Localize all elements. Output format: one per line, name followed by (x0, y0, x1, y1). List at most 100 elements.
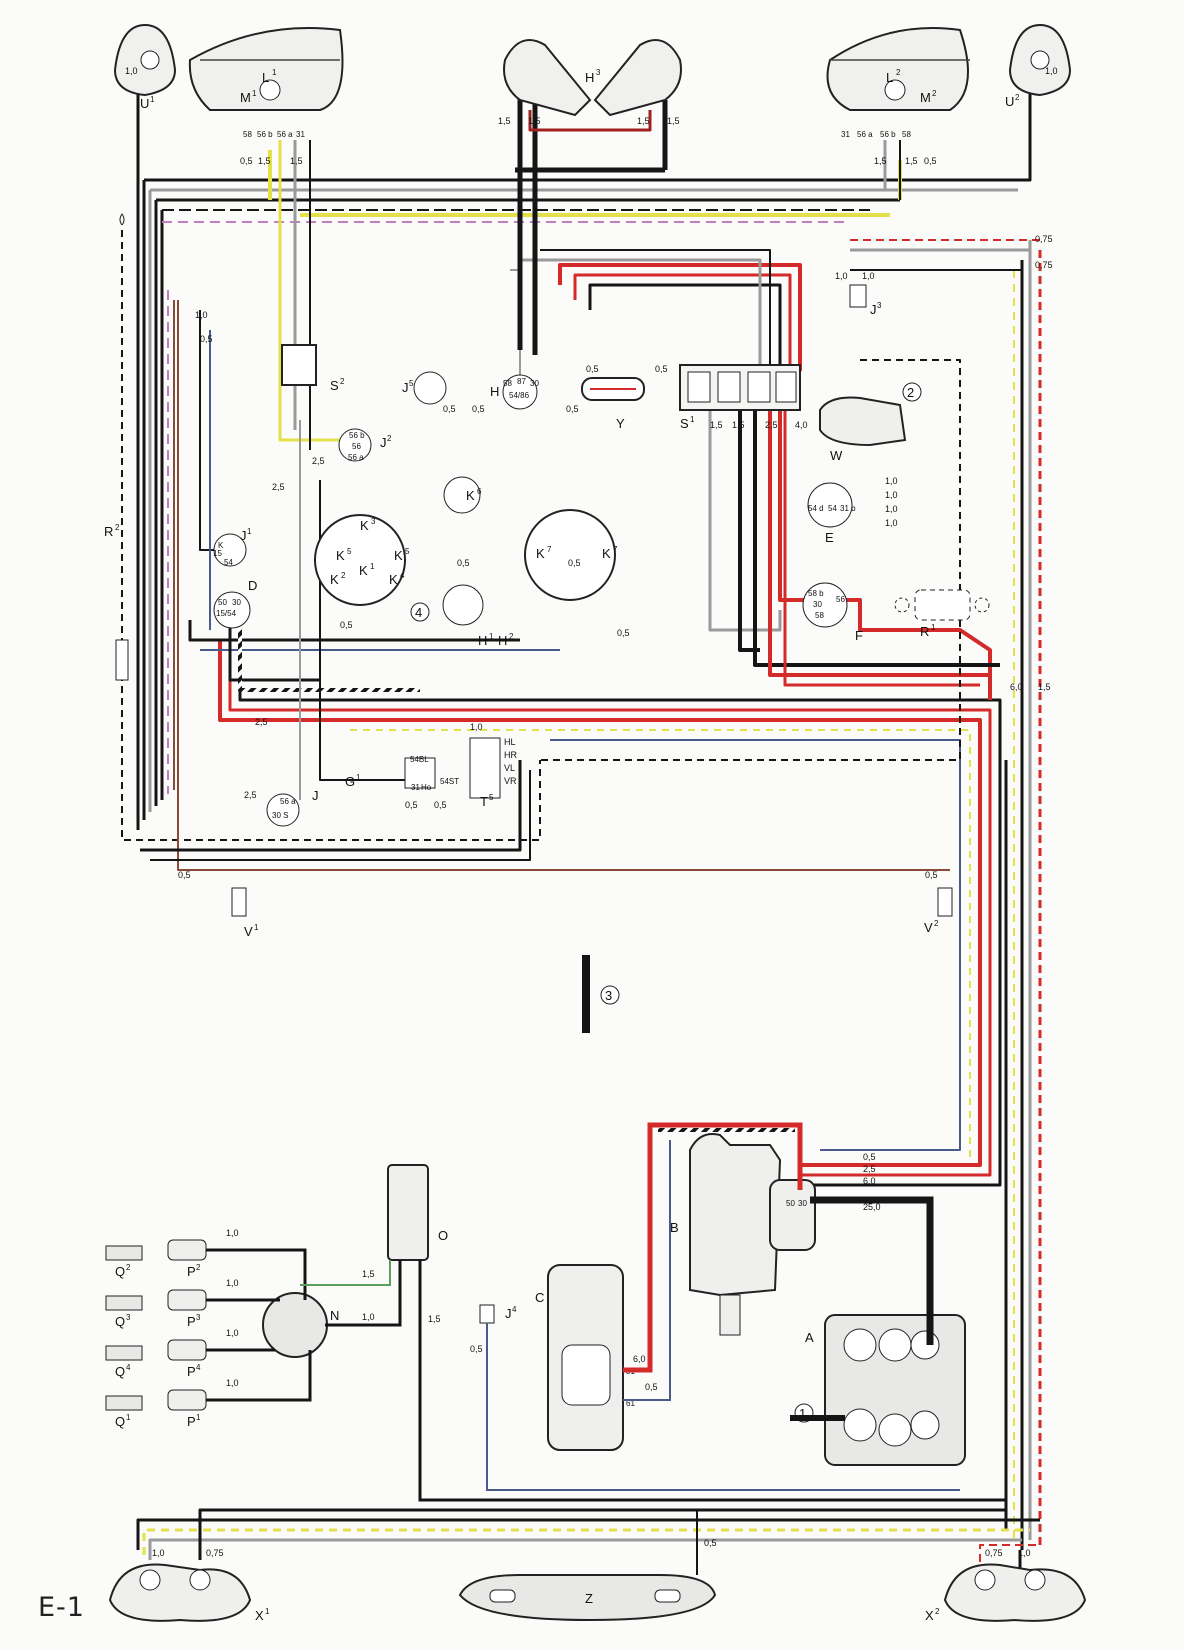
svg-text:1,0: 1,0 (1018, 1548, 1031, 1558)
svg-text:1: 1 (356, 773, 361, 782)
svg-text:4: 4 (512, 1305, 517, 1314)
svg-text:4,0: 4,0 (795, 420, 808, 430)
svg-text:0,5: 0,5 (586, 364, 599, 374)
svg-text:1,0: 1,0 (885, 490, 898, 500)
svg-text:5: 5 (347, 547, 352, 556)
svg-text:J: J (402, 380, 409, 395)
svg-text:0,5: 0,5 (924, 156, 937, 166)
horn-connector-j: 56 a30 S J 2,5 (244, 788, 319, 827)
svg-text:T: T (480, 794, 488, 809)
svg-text:D: D (248, 578, 257, 593)
svg-text:2: 2 (932, 89, 937, 98)
svg-text:1,5: 1,5 (732, 420, 745, 430)
svg-text:S: S (330, 378, 339, 393)
svg-text:H: H (478, 633, 487, 648)
svg-text:1,5: 1,5 (258, 156, 271, 166)
svg-text:1,5: 1,5 (667, 116, 680, 126)
svg-text:56 a: 56 a (348, 453, 364, 462)
svg-text:1,0: 1,0 (226, 1278, 239, 1288)
svg-text:58: 58 (243, 130, 252, 139)
svg-text:3: 3 (371, 517, 376, 526)
svg-text:0,5: 0,5 (178, 870, 191, 880)
distributor-n: N (262, 1292, 339, 1358)
svg-text:P: P (187, 1314, 196, 1329)
svg-text:25,0: 25,0 (863, 1202, 881, 1212)
svg-text:1: 1 (370, 562, 375, 571)
svg-text:1,5: 1,5 (428, 1314, 441, 1324)
svg-text:4: 4 (196, 1363, 201, 1372)
svg-text:1: 1 (931, 623, 936, 632)
svg-text:S: S (680, 416, 689, 431)
svg-text:W: W (830, 448, 843, 463)
svg-text:H: H (585, 70, 594, 85)
svg-text:0,5: 0,5 (472, 404, 485, 414)
svg-text:Q: Q (115, 1264, 125, 1279)
svg-text:1,0: 1,0 (226, 1328, 239, 1338)
svg-text:1,0: 1,0 (195, 310, 208, 320)
svg-text:7: 7 (547, 545, 552, 554)
svg-text:54 d: 54 d (808, 504, 824, 513)
svg-text:0,5: 0,5 (863, 1152, 876, 1162)
page-code: E-1 (38, 1592, 85, 1623)
svg-text:2: 2 (340, 377, 345, 386)
svg-text:1,5: 1,5 (874, 156, 887, 166)
svg-text:K: K (394, 548, 403, 563)
svg-text:1,0: 1,0 (1045, 66, 1058, 76)
svg-text:56: 56 (352, 442, 361, 451)
svg-text:X: X (255, 1608, 264, 1623)
svg-text:J: J (312, 788, 319, 803)
svg-text:V: V (924, 920, 933, 935)
svg-text:F: F (855, 628, 863, 643)
svg-text:Q: Q (115, 1414, 125, 1429)
svg-text:4: 4 (126, 1363, 131, 1372)
svg-text:2: 2 (126, 1263, 131, 1272)
svg-text:56 a: 56 a (280, 797, 296, 806)
svg-text:30: 30 (813, 600, 822, 609)
svg-text:30 S: 30 S (272, 811, 288, 820)
svg-text:2: 2 (387, 434, 392, 443)
svg-text:0,75: 0,75 (1035, 234, 1053, 244)
svg-text:0,5: 0,5 (340, 620, 353, 630)
svg-text:54BL: 54BL (410, 755, 429, 764)
svg-text:3: 3 (196, 1313, 201, 1322)
svg-text:56 a: 56 a (857, 130, 873, 139)
svg-text:P: P (187, 1364, 196, 1379)
svg-text:0,5: 0,5 (617, 628, 630, 638)
svg-text:1: 1 (252, 89, 257, 98)
svg-text:1,0: 1,0 (226, 1378, 239, 1388)
svg-text:5: 5 (409, 379, 414, 388)
svg-text:R: R (104, 524, 113, 539)
svg-text:1,5: 1,5 (637, 116, 650, 126)
svg-text:0,5: 0,5 (434, 800, 447, 810)
svg-text:X: X (925, 1608, 934, 1623)
svg-text:2,5: 2,5 (312, 456, 325, 466)
svg-text:B: B (670, 1220, 679, 1235)
battery-a: A (805, 1314, 966, 1466)
svg-text:0,75: 0,75 (1035, 260, 1053, 270)
svg-text:1,0: 1,0 (835, 271, 848, 281)
svg-text:2,5: 2,5 (255, 717, 268, 727)
svg-text:56 b: 56 b (880, 130, 896, 139)
svg-text:1,0: 1,0 (152, 1548, 165, 1558)
svg-text:1,0: 1,0 (470, 722, 483, 732)
svg-text:V: V (244, 924, 253, 939)
svg-text:5: 5 (405, 547, 410, 556)
svg-text:K: K (359, 563, 368, 578)
